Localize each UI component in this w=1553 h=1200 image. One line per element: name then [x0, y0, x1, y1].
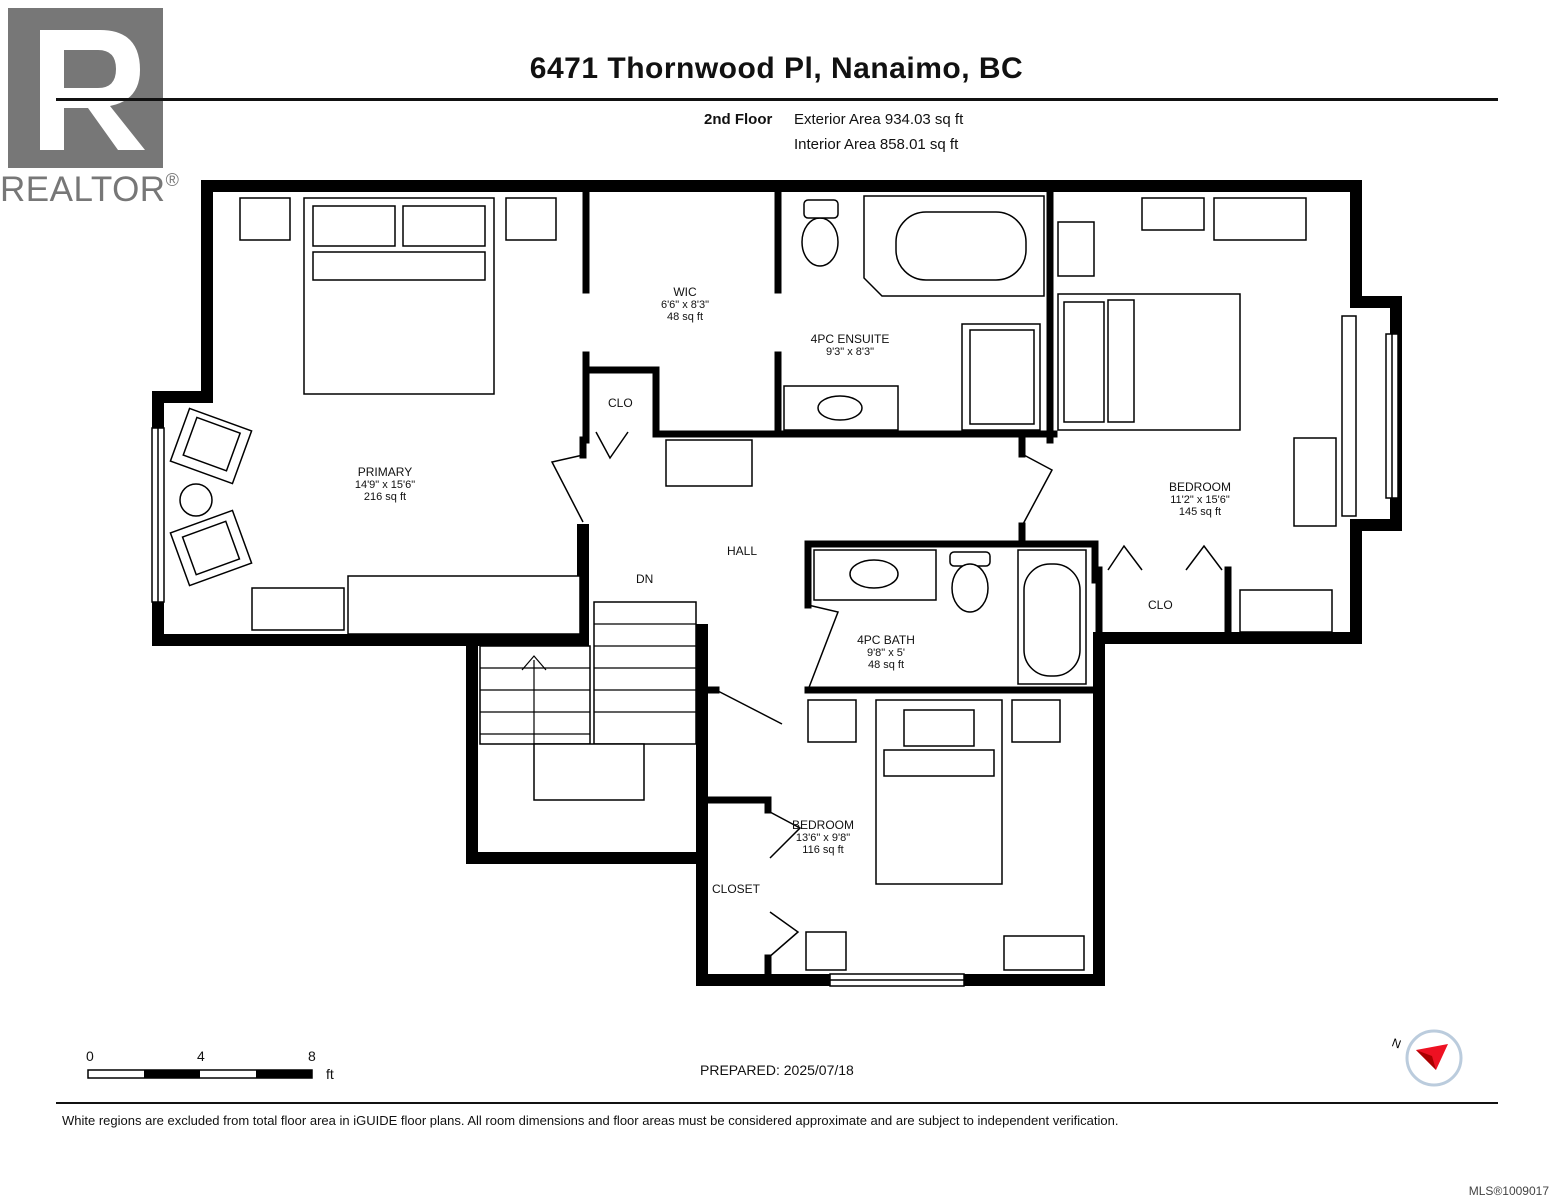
- stairs-down-label: DN: [636, 572, 654, 586]
- exterior-area: Exterior Area 934.03 sq ft: [794, 111, 964, 128]
- north-compass-icon: N: [1390, 1029, 1463, 1087]
- windows: [151, 315, 1399, 987]
- doors: [550, 431, 1223, 959]
- scale-label-8: 8: [308, 1048, 316, 1064]
- footer-rule: [56, 1102, 1498, 1104]
- room-clo-left: CLO: [608, 396, 633, 410]
- prepared-date: PREPARED: 2025/07/18: [700, 1062, 854, 1078]
- room-bedroom-right: BEDROOM 11'2" x 15'6" 145 sq ft: [1168, 480, 1231, 519]
- realtor-logo-text: REALTOR®: [0, 170, 180, 209]
- room-bedroom-bottom: BEDROOM 13'6" x 9'8" 116 sq ft: [791, 818, 854, 857]
- room-clo-right: CLO: [1148, 598, 1173, 612]
- address-title: 6471 Thornwood Pl, Nanaimo, BC: [529, 52, 1024, 85]
- scale-label-0: 0: [86, 1048, 94, 1064]
- realtor-r-logo-icon: [8, 8, 163, 168]
- svg-text:N: N: [1390, 1035, 1403, 1051]
- mls-number: MLS®1009017: [1468, 1184, 1549, 1198]
- floor-name: 2nd Floor: [704, 111, 773, 128]
- scale-label-4: 4: [197, 1048, 205, 1064]
- stair-treads: [480, 623, 696, 744]
- room-closet: CLOSET: [712, 882, 761, 896]
- disclaimer: White regions are excluded from total fl…: [62, 1113, 1119, 1128]
- room-wic: WIC 6'6" x 8'3" 48 sq ft: [660, 285, 710, 324]
- room-primary: PRIMARY 14'9" x 15'6" 216 sq ft: [354, 465, 416, 504]
- room-bath: 4PC BATH 9'8" x 5' 48 sq ft: [857, 633, 915, 672]
- scale-unit: ft: [326, 1066, 334, 1082]
- room-ensuite: 4PC ENSUITE 9'3" x 8'3": [810, 332, 890, 359]
- interior-walls: [579, 188, 1232, 979]
- room-hall: HALL: [727, 544, 758, 558]
- interior-area: Interior Area 858.01 sq ft: [794, 136, 959, 153]
- furniture: [169, 195, 1337, 971]
- header-rule: [56, 98, 1498, 101]
- scale-bar: [87, 1069, 313, 1079]
